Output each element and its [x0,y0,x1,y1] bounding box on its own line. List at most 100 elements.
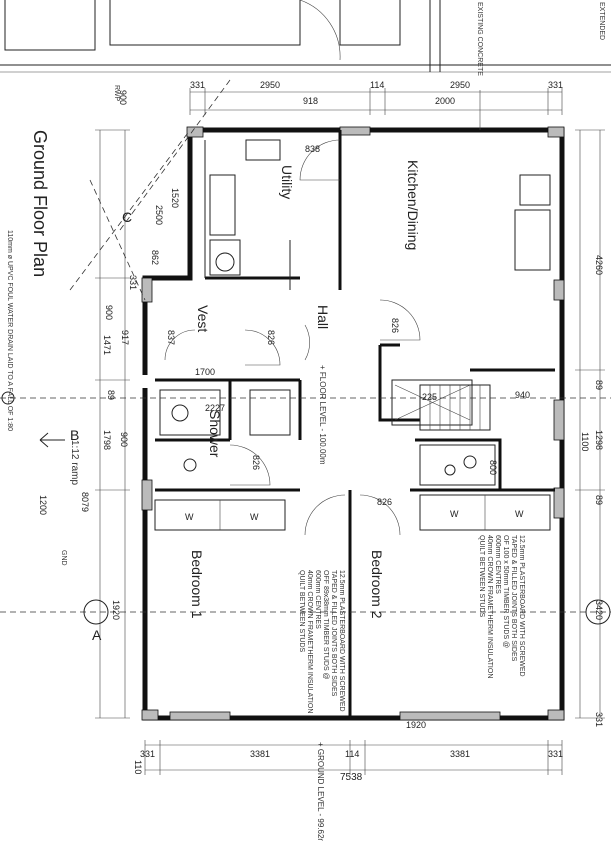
dimension-door-3: 826 [266,330,276,345]
room-label-vest: Vest [195,305,211,332]
dimension-misc-7: 800 [488,460,498,475]
partition-note-a-line-2: OF 100 x 50mm TIMBER STUDS @ [502,535,509,648]
internal-walls [155,130,555,718]
concrete-note: EXISTING CONCRETE [476,2,483,76]
dimension-misc-10: 110 [133,760,143,774]
room-label-bedroom1: Bedroom 1 [189,550,205,619]
dimension-left-0: 900 [118,90,128,105]
dimension-bottom-2: 114 [345,749,359,759]
dimension-left-8: 89 [106,390,116,400]
dimension-left-7: 917 [120,330,130,345]
dimension-left-9: 1798 [102,430,112,450]
partition-note-a-line-0: 12.5mm PLASTERBOARD WITH SCREWED [518,535,525,677]
dimension-bottom-3: 3381 [450,749,470,759]
room-label-kitchen: Kitchen/Dining [405,160,421,250]
dimension-top-2: 114 [370,80,384,90]
dimension-total-bottom: 7538 [340,772,363,783]
external-walls [141,126,565,721]
dimension-misc-1: 2227 [205,403,225,413]
dimension-misc-4: 1920 [111,600,121,620]
dimension-lines [95,88,605,775]
dimensions-misc: 1700 2227 900 1920 1920 940 1100 800 225 8079 110 [80,367,590,774]
sewer-note: GND [60,550,67,566]
dimensions-left: 900 1520 2500 862 331 900 1471 917 89 1798 1200 [38,90,180,515]
dimension-bottom-4: 331 [548,749,563,759]
partition-note-a-line-4: 40mm CROWN FRAMETHERM INSULATION [486,535,493,678]
ramp-note: 1:12 ramp [69,440,80,485]
dimension-left-6: 1471 [102,335,112,355]
dimension-inner-a: 918 [303,96,318,106]
ground-level-note: + GROUND LEVEL - 99.62m [316,742,325,841]
section-mark-c: C [122,209,132,225]
dimension-misc-5: 940 [515,390,530,400]
dimension-inner-b: 2000 [435,96,455,106]
section-markers: A B C [70,209,132,643]
dimension-door-1: 826 [390,318,400,333]
ramp-arrow [39,432,65,448]
dimension-top-3: 2950 [450,80,470,90]
dimensions-bottom: 331 3381 114 3381 331 [140,749,563,759]
wardrobe-mark-3: W [450,509,459,519]
dimension-misc-3: 1920 [406,720,426,730]
floor-level-note: + FLOOR LEVEL - 100.00m [318,365,327,465]
dimension-right-0: 4260 [594,255,604,275]
dimension-door-2: 837 [166,330,176,345]
dimension-right-1: 89 [594,380,604,390]
dimension-right-4: 3420 [594,600,604,620]
door-swings [164,90,481,536]
dimension-left-10: 1200 [38,495,48,515]
dimensions-doors: 838 826 837 826 826 826 [166,144,400,507]
dimension-left-4: 331 [128,275,138,290]
fixtures: W W W W [154,139,551,721]
plan-title: Ground Floor Plan [30,130,50,277]
drain-note: 110mm ø UPVC FOUL WATER DRAIN LAID TO A … [6,230,13,431]
wardrobe-mark-1: W [185,512,194,522]
dimension-right-2: 1298 [594,430,604,450]
dimension-bottom-0: 331 [140,749,155,759]
dimension-left-3: 862 [150,250,160,265]
wardrobe-mark-2: W [250,512,259,522]
partition-note-b-line-3: 600mm CENTRES [314,570,321,629]
section-lines [0,79,611,625]
rwp-note: RWP [113,85,120,102]
extended-note: EXTENDED [598,2,605,40]
dimension-door-5: 826 [377,497,392,507]
dimension-door-4: 826 [251,455,261,470]
partition-note-a-line-3: 600mm CENTRES [494,535,501,594]
partition-note-a-line-5: QUILT BETWEEN STUDS [478,535,485,618]
dimensions-right: 4260 89 1298 89 3420 331 [594,255,604,727]
room-label-shower: Shower [207,410,223,458]
wardrobe-mark-4: W [515,509,524,519]
stairs [419,384,491,431]
dimension-misc-9: 8079 [80,492,90,512]
dimension-bottom-1: 3381 [250,749,270,759]
partition-note-a-line-1: TAPED & FILLED JOINTS BOTH SIDES [510,535,517,662]
dimension-left-1: 1520 [170,188,180,208]
dimension-right-5: 331 [594,712,604,727]
partition-note-b-line-1: TAPED & FILLED JOINTS BOTH SIDES [330,570,337,697]
dimension-left-5: 900 [104,305,114,320]
room-label-bedroom2: Bedroom 2 [369,550,385,619]
existing-building: EXISTING CONCRETE EXTENDED [0,0,611,76]
room-label-utility: Utility [279,165,295,199]
dimension-right-3: 89 [594,495,604,505]
partition-note-b-line-5: QUILT BETWEEN STUDS [298,570,305,653]
section-mark-b: B [70,427,79,443]
dimension-top-4: 331 [548,80,563,90]
dimension-door-0: 838 [305,144,320,154]
dimension-left-2: 2500 [154,205,164,225]
dimension-misc-8: 225 [422,392,437,402]
partition-note-b-line-0: 12.5mm PLASTERBOARD WITH SCREWED [338,570,345,712]
partition-note-b-line-2: OFF 89x38mm TIMBER STUDS @ [322,570,329,680]
dimension-misc-2: 900 [119,432,129,447]
section-mark-a: A [92,627,102,643]
partition-note-b-line-4: 40mm CROWN FRAMETHERM INSULATION [306,570,313,713]
room-label-hall: Hall [315,305,331,329]
dimension-misc-0: 1700 [195,367,215,377]
dimension-top-0: 331 [190,80,205,90]
dimension-misc-6: 1100 [580,432,590,451]
